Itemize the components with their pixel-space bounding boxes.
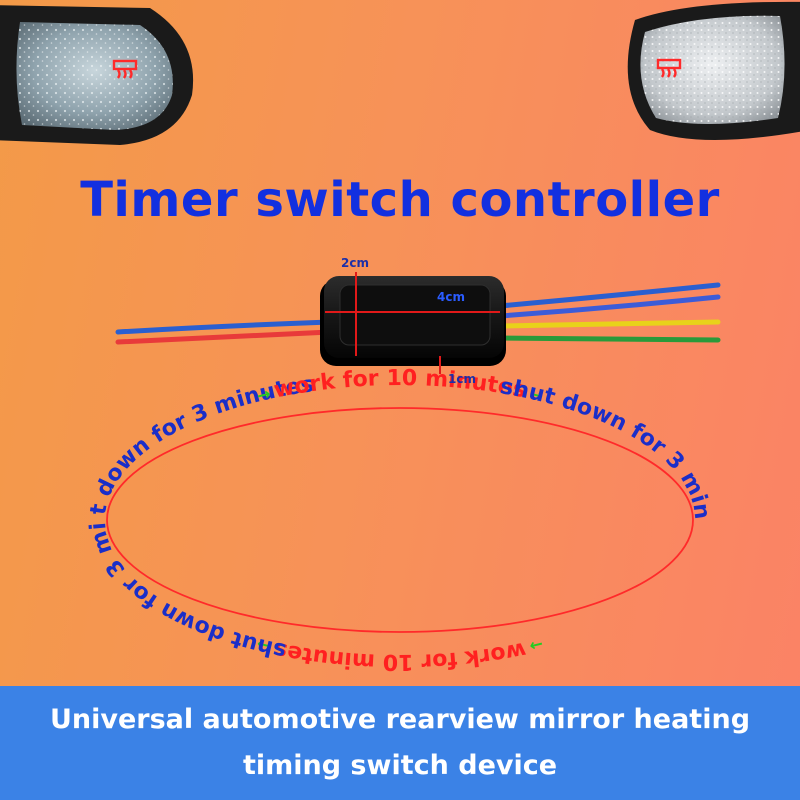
cycle-arrow-3: →	[528, 635, 545, 657]
left-mirror	[0, 5, 193, 145]
dimension-width-label: 4cm	[437, 290, 465, 304]
dimension-height-label: 2cm	[341, 256, 369, 270]
cycle-ellipse	[106, 407, 694, 633]
dimension-depth-label: 1cm	[448, 372, 476, 386]
description-banner: Universal automotive rearview mirror hea…	[0, 686, 800, 800]
cycle-arrow-4: →	[255, 635, 272, 657]
cycle-arrow-2: →	[528, 384, 545, 406]
mirror-heater-icon	[112, 59, 138, 79]
banner-line-1: Universal automotive rearview mirror hea…	[49, 704, 751, 735]
page-title: Timer switch controller	[80, 172, 720, 228]
wires	[115, 282, 721, 345]
cycle-top-work: work for 10 minutes	[272, 366, 528, 403]
banner-line-2: timing switch device	[242, 750, 558, 781]
cycle-bottom-work: work for 10 minutes	[272, 637, 528, 674]
right-mirror	[627, 1, 800, 140]
cycle-arrow-1: →	[255, 384, 272, 406]
mirror-heater-icon	[656, 58, 682, 78]
controller-box	[320, 272, 506, 374]
